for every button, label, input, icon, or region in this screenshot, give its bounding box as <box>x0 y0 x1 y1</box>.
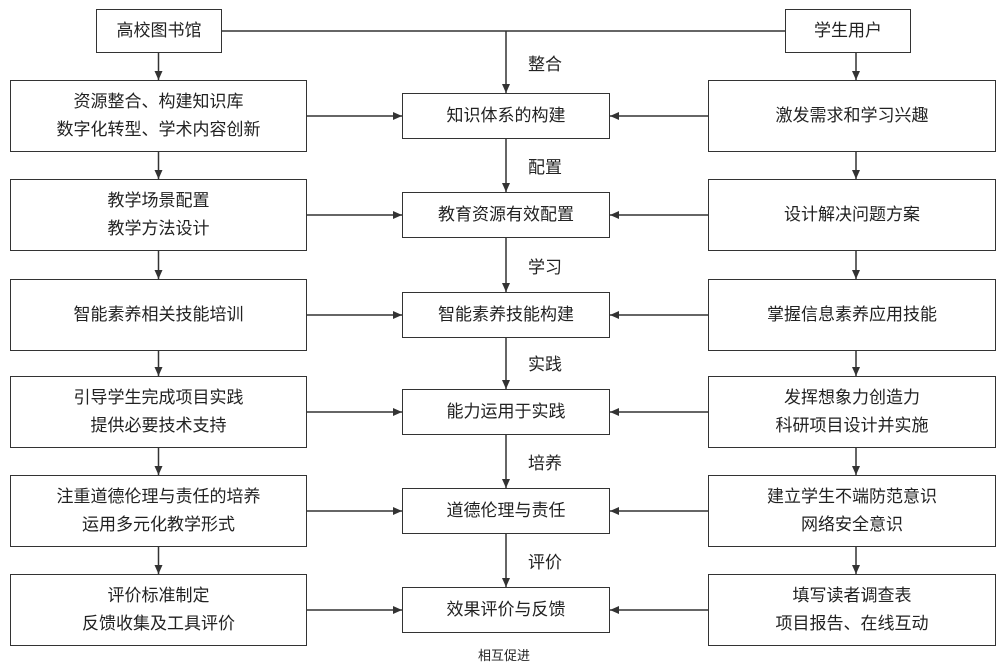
library-label: 高校图书馆 <box>116 21 202 41</box>
library-action-box-5: 注重道德伦理与责任的培养运用多元化教学形式 <box>10 475 307 547</box>
student-user-box: 学生用户 <box>785 9 911 53</box>
stage-flow-label-4: 实践 <box>528 355 562 375</box>
student-action-box-1: 激发需求和学习兴趣 <box>708 80 996 152</box>
stage-flow-label-2: 配置 <box>528 158 562 178</box>
student-user-label: 学生用户 <box>814 21 882 41</box>
stage-box-4: 能力运用于实践 <box>402 389 610 435</box>
library-action-box-4-line-2: 提供必要技术支持 <box>90 416 227 436</box>
student-action-box-4: 发挥想象力创造力科研项目设计并实施 <box>708 376 996 448</box>
student-action-box-2: 设计解决问题方案 <box>708 179 996 251</box>
stage-flow-label-6: 评价 <box>528 553 562 573</box>
stage-label-1: 知识体系的构建 <box>446 106 566 126</box>
student-action-box-2-line-1: 设计解决问题方案 <box>784 205 920 225</box>
library-action-box-6-line-1: 评价标准制定 <box>107 586 210 606</box>
stage-box-1: 知识体系的构建 <box>402 93 610 139</box>
library-action-box-4: 引导学生完成项目实践提供必要技术支持 <box>10 376 307 448</box>
mutual-promotion-label: 相互促进 <box>478 649 531 664</box>
library-action-box-4-line-1: 引导学生完成项目实践 <box>73 388 244 408</box>
stage-box-5: 道德伦理与责任 <box>402 488 610 534</box>
student-action-box-4-line-2: 科研项目设计并实施 <box>775 416 929 436</box>
library-action-box-1-line-2: 数字化转型、学术内容创新 <box>56 120 261 140</box>
stage-label-6: 效果评价与反馈 <box>446 600 566 620</box>
stage-box-2: 教育资源有效配置 <box>402 192 610 238</box>
stage-flow-label-3: 学习 <box>528 258 562 278</box>
library-action-box-6: 评价标准制定反馈收集及工具评价 <box>10 574 307 646</box>
student-action-box-6: 填写读者调查表项目报告、在线互动 <box>708 574 996 646</box>
student-action-box-5-line-2: 网络安全意识 <box>801 515 903 535</box>
stage-box-3: 智能素养技能构建 <box>402 292 610 338</box>
student-action-box-3-line-1: 掌握信息素养应用技能 <box>767 305 937 325</box>
student-action-box-5-line-1: 建立学生不端防范意识 <box>767 487 937 507</box>
stage-label-3: 智能素养技能构建 <box>438 305 574 325</box>
library-action-box-3: 智能素养相关技能培训 <box>10 279 307 351</box>
library-action-box-3-line-1: 智能素养相关技能培训 <box>73 305 244 325</box>
library-action-box-2-line-1: 教学场景配置 <box>107 191 210 211</box>
library-action-box-5-line-1: 注重道德伦理与责任的培养 <box>56 487 261 507</box>
library-action-box-1: 资源整合、构建知识库数字化转型、学术内容创新 <box>10 80 307 152</box>
library-action-box-2-line-2: 教学方法设计 <box>107 219 210 239</box>
student-action-box-1-line-1: 激发需求和学习兴趣 <box>775 106 929 126</box>
library-box: 高校图书馆 <box>96 9 222 53</box>
library-action-box-1-line-1: 资源整合、构建知识库 <box>73 92 244 112</box>
library-action-box-2: 教学场景配置教学方法设计 <box>10 179 307 251</box>
stage-label-2: 教育资源有效配置 <box>438 205 574 225</box>
stage-label-5: 道德伦理与责任 <box>446 501 566 521</box>
student-action-box-6-line-2: 项目报告、在线互动 <box>775 614 929 634</box>
library-action-box-6-line-2: 反馈收集及工具评价 <box>82 614 235 634</box>
student-action-box-6-line-1: 填写读者调查表 <box>792 586 912 606</box>
library-action-box-5-line-2: 运用多元化教学形式 <box>82 515 235 535</box>
stage-box-6: 效果评价与反馈 <box>402 587 610 633</box>
student-action-box-3: 掌握信息素养应用技能 <box>708 279 996 351</box>
student-action-box-4-line-1: 发挥想象力创造力 <box>784 388 920 408</box>
stage-flow-label-5: 培养 <box>528 454 562 474</box>
stage-label-4: 能力运用于实践 <box>446 402 566 422</box>
student-action-box-5: 建立学生不端防范意识网络安全意识 <box>708 475 996 547</box>
stage-flow-label-1: 整合 <box>528 55 562 75</box>
